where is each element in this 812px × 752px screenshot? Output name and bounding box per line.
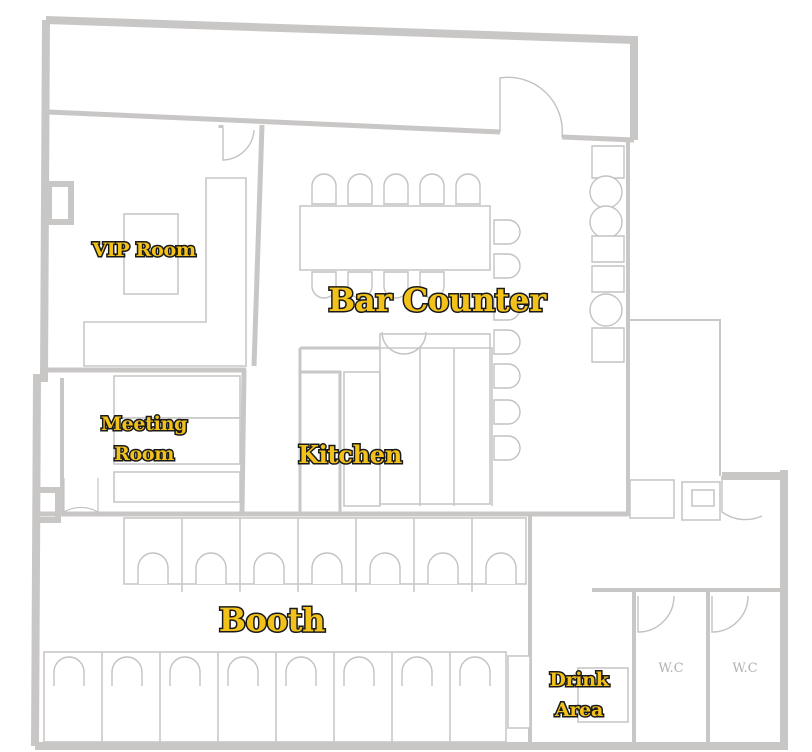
booth-chairs-bottom: [53, 656, 491, 686]
bar-stools-right: [493, 219, 521, 461]
vip-furniture: [83, 177, 247, 367]
lounge-chairs: [589, 145, 625, 363]
meeting-furniture: [113, 375, 241, 503]
wc-label-2: W.C: [732, 661, 757, 676]
bar-stools-top: [311, 173, 481, 299]
drink-area-fixtures: [507, 479, 721, 729]
bar-counter: [299, 205, 493, 507]
drink-area-label-line1: Drink: [549, 669, 609, 691]
room-labels: VIP Room Bar Counter Meeting Room Kitche…: [90, 238, 758, 723]
bar-counter-label: Bar Counter: [328, 281, 547, 319]
outer-walls: [31, 16, 788, 750]
vip-room-label: VIP Room: [91, 239, 196, 261]
kitchen-label: Kitchen: [298, 440, 402, 469]
drink-area-label-line2: Area: [554, 699, 603, 721]
booth-label: Booth: [219, 601, 325, 639]
wc-label-1: W.C: [658, 661, 683, 676]
doors: [63, 76, 763, 633]
meeting-room-label-line2: Room: [114, 443, 174, 465]
meeting-room-label-line1: Meeting: [101, 413, 187, 435]
booth-chairs-top: [137, 552, 517, 584]
